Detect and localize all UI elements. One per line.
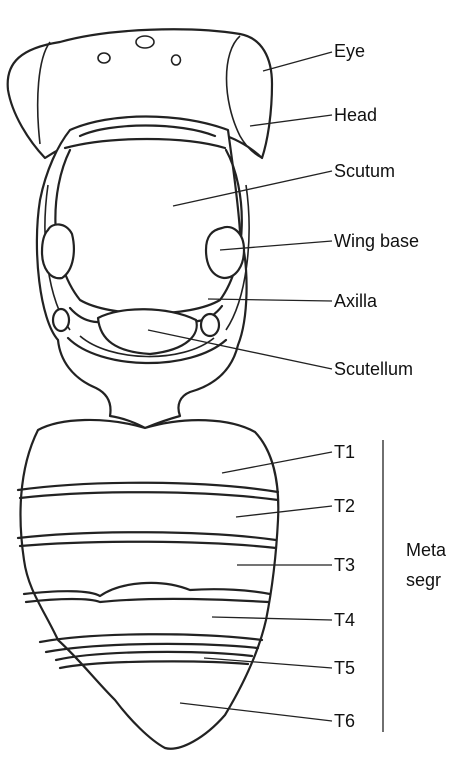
label-t5: T5 xyxy=(334,658,355,678)
label-head: Head xyxy=(334,105,377,125)
eye-leader xyxy=(263,52,332,71)
label-eye: Eye xyxy=(334,41,365,61)
label-wing-base: Wing base xyxy=(334,231,419,251)
label-axilla: Axilla xyxy=(334,291,378,311)
label-t2: T2 xyxy=(334,496,355,516)
right-wing-base xyxy=(206,227,244,278)
left-tegula xyxy=(53,309,69,331)
right-tegula xyxy=(201,314,219,336)
labels: Eye Head Scutum Wing base Axilla Scutell… xyxy=(334,41,447,731)
label-t6: T6 xyxy=(334,711,355,731)
label-scutum: Scutum xyxy=(334,161,395,181)
label-t1: T1 xyxy=(334,442,355,462)
label-scutellum: Scutellum xyxy=(334,359,413,379)
label-t3: T3 xyxy=(334,555,355,575)
left-wing-base xyxy=(42,224,74,278)
label-metasoma-line2: segr xyxy=(406,570,441,590)
mesosoma xyxy=(37,117,249,429)
label-metasoma-line1: Meta xyxy=(406,540,447,560)
label-t4: T4 xyxy=(334,610,355,630)
